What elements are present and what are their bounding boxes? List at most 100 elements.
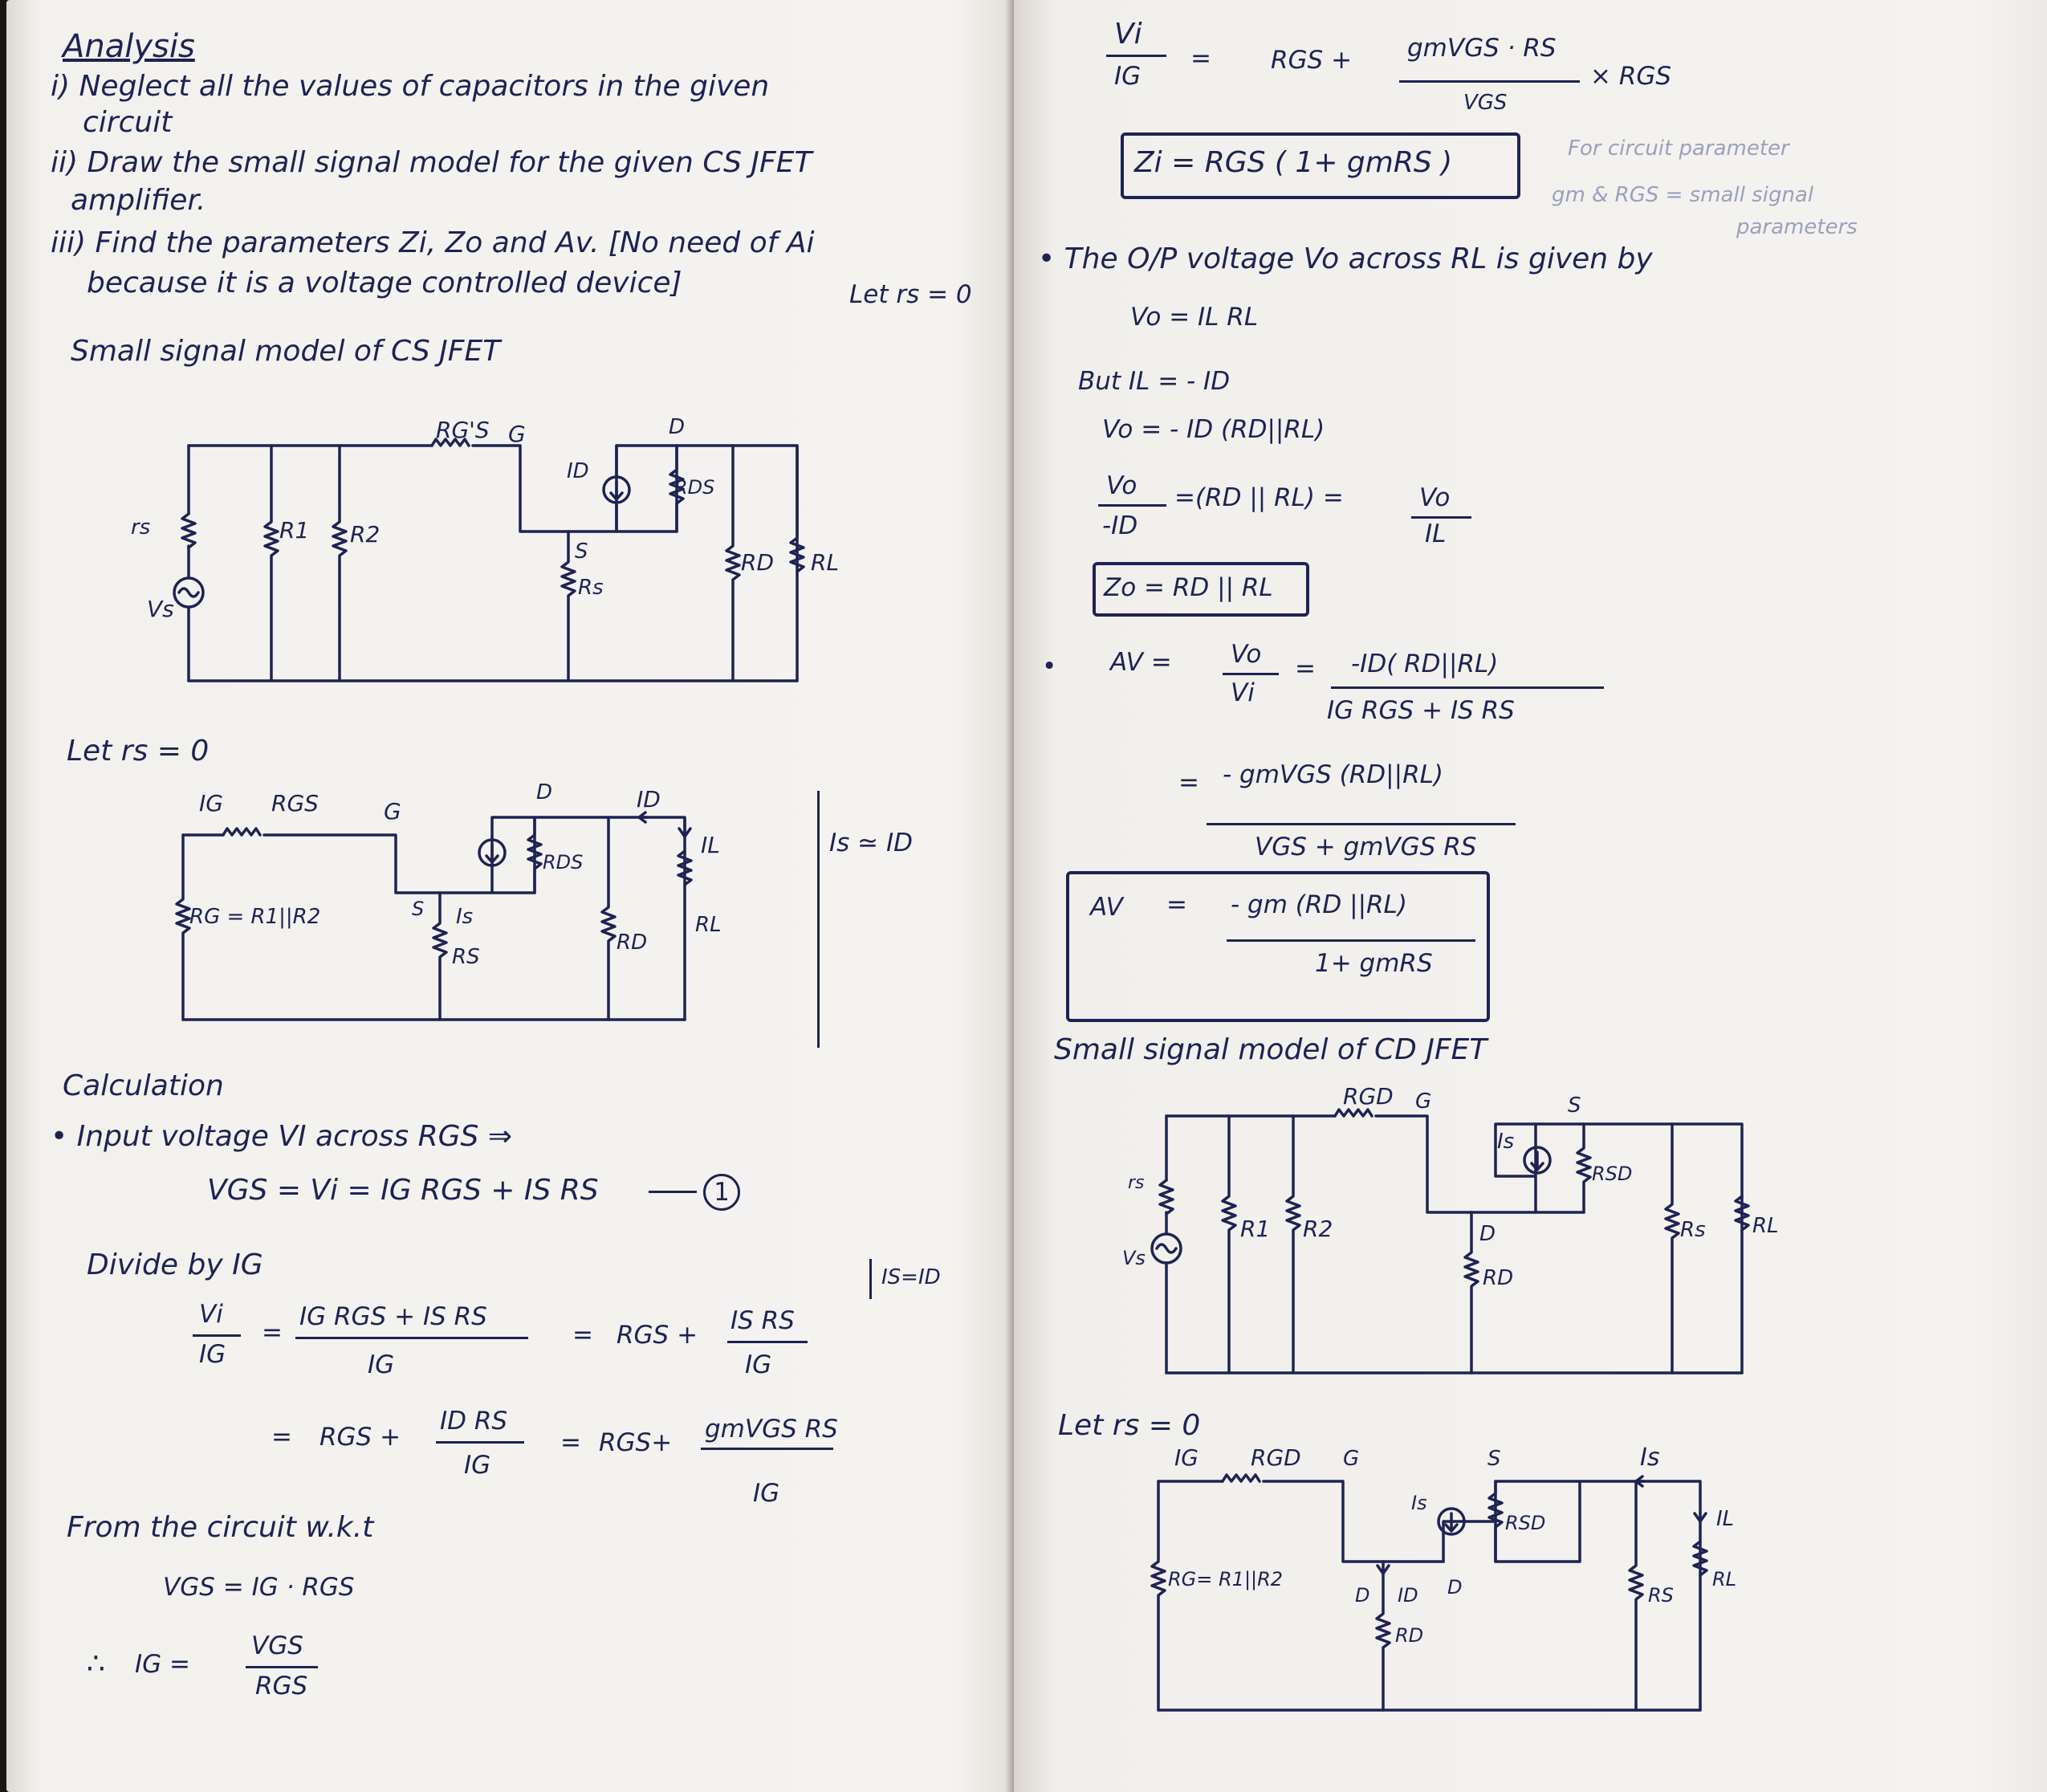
- step3-line-a: iii) Find the parameters Zi, Zo and Av. …: [51, 226, 815, 259]
- frac1-bar: [295, 1337, 528, 1339]
- frac2-bar: [727, 1341, 808, 1343]
- c1-id-label: ID: [567, 459, 589, 483]
- top-ig: IG: [1114, 62, 1142, 91]
- c4-id-label: ID: [1398, 1584, 1418, 1607]
- vo-il-bar: [1411, 516, 1471, 519]
- from-circuit: From the circuit w.k.t: [67, 1511, 374, 1544]
- c2-g-label: G: [384, 798, 401, 825]
- step2-line-a: ii) Draw the small signal model for the …: [51, 146, 812, 179]
- top-den: VGS: [1463, 91, 1508, 115]
- ig-frac-bar: [246, 1666, 318, 1668]
- top-vi: Vi: [1114, 18, 1142, 51]
- c4-g-label: G: [1343, 1447, 1359, 1471]
- top-rgs-plus: RGS +: [1271, 46, 1353, 75]
- av-frac2-bar: [1331, 686, 1604, 689]
- c1-rds-label: RDS: [674, 476, 714, 499]
- av-eq-sign-2: =: [1178, 768, 1199, 797]
- av-box-label: AV: [1090, 893, 1123, 922]
- c4-rsd-label: RSD: [1505, 1512, 1545, 1534]
- vo-frac-den: -ID: [1102, 511, 1138, 540]
- step1-line-a: i) Neglect all the values of capacitors …: [51, 70, 770, 103]
- c4-rgd-label: RGD: [1251, 1444, 1301, 1471]
- right-page: Vi IG = RGS + gmVGS · RS VGS × RGS Zi = …: [1014, 0, 2047, 1792]
- divide-by-ig: Divide by IG: [87, 1248, 263, 1281]
- vo-frac-num: Vo: [1106, 471, 1137, 500]
- av-frac3-bar: [1207, 823, 1516, 825]
- c3-r2-label: R2: [1303, 1216, 1333, 1242]
- c1-vs-label: Vs: [147, 596, 174, 622]
- calculation-title: Calculation: [63, 1069, 224, 1102]
- c1-rs-src-label: rs: [131, 515, 150, 540]
- c1-rd-label: RD: [741, 549, 774, 576]
- c2-rd-label: RD: [617, 931, 647, 955]
- let-rs-zero-right: Let rs = 0: [1058, 1409, 1201, 1442]
- c1-r2-label: R2: [350, 521, 380, 548]
- cd-jfet-circuit: RGD G S Is RSD rs R1 R2 D RD Rs RL Vs: [1122, 1083, 1779, 1375]
- top-times-rgs: × RGS: [1590, 62, 1672, 91]
- c2-il-label: IL: [701, 832, 720, 858]
- c3-rs-src-label: rs: [1128, 1173, 1145, 1193]
- top-vi-bar: [1106, 55, 1166, 57]
- zi-result-box: [1121, 132, 1520, 199]
- c1-d-label: D: [669, 415, 685, 439]
- therefore-symbol: ∴: [87, 1647, 105, 1680]
- av-box-num: - gm (RD ||RL): [1231, 890, 1407, 919]
- eq-sign-3: =: [271, 1423, 292, 1452]
- frac-den4: IG: [753, 1479, 780, 1508]
- zi-result: Zi = RGS ( 1+ gmRS ): [1134, 146, 1453, 179]
- let-rs-zero-left: Let rs = 0: [67, 735, 210, 768]
- section-cd-title: Small signal model of CD JFET: [1054, 1033, 1487, 1066]
- av-den3: VGS + gmVGS RS: [1255, 833, 1477, 861]
- av-num2: -ID( RD||RL): [1351, 650, 1499, 678]
- vo-il-num: Vo: [1419, 483, 1451, 512]
- eq-sign-2: =: [572, 1321, 593, 1350]
- vo-eq: Vo = IL RL: [1130, 303, 1259, 332]
- cd-jfet-circuit-rs-zero: IG RGD G S Is Is RSD IL RG= R1||R2 D ID …: [1150, 1444, 1736, 1712]
- c4-rs-label: RS: [1648, 1584, 1674, 1607]
- av-den2: IG RGS + IS RS: [1327, 696, 1515, 725]
- c4-is-top-label: Is: [1640, 1444, 1659, 1472]
- c4-rg-label: RG= R1||R2: [1168, 1568, 1283, 1590]
- c2-rl-label: RL: [695, 913, 722, 937]
- c2-ig-label: IG: [199, 790, 223, 817]
- c4-d1-label: D: [1355, 1584, 1369, 1607]
- c2-rg-label: RG = R1||R2: [189, 905, 320, 929]
- is-id-bar: [869, 1259, 872, 1299]
- top-eq-sign: =: [1190, 44, 1211, 73]
- ig-num: VGS: [251, 1631, 303, 1660]
- ig-equation: IG =: [135, 1650, 190, 1679]
- step2-line-b: amplifier.: [71, 184, 206, 217]
- c3-vs-label: Vs: [1122, 1247, 1146, 1269]
- c1-g-label: G: [508, 421, 526, 447]
- equation-1: VGS = Vi = IG RGS + IS RS: [207, 1174, 599, 1207]
- vo-il-den: IL: [1425, 519, 1447, 548]
- c1-rgs-label: RG'S: [436, 417, 490, 443]
- av-den1: Vi: [1231, 678, 1255, 707]
- c4-rd-label: RD: [1395, 1624, 1423, 1647]
- zo-result-box: [1093, 562, 1309, 617]
- av-num1: Vo: [1231, 640, 1262, 669]
- c4-s-label: S: [1487, 1447, 1501, 1471]
- c3-r1-label: R1: [1240, 1216, 1270, 1242]
- frac-den3: IG: [464, 1451, 491, 1480]
- but-il: But IL = - ID: [1078, 367, 1231, 396]
- c2-rds-label: RDS: [543, 851, 583, 874]
- frac-den1: IG: [368, 1350, 395, 1379]
- av-frac1-bar: [1223, 673, 1279, 675]
- c2-s-label: S: [412, 898, 424, 920]
- c2-rgs-label: RGS: [271, 790, 319, 817]
- ig-den: RGS: [255, 1672, 308, 1700]
- c3-rl-label: RL: [1752, 1214, 1779, 1238]
- c4-rl-label: RL: [1712, 1568, 1736, 1590]
- av-eq-sign-1: =: [1295, 654, 1316, 683]
- frac-num1: IG RGS + IS RS: [299, 1302, 487, 1331]
- rgs-plus-2: RGS +: [319, 1423, 401, 1452]
- frac-num4: gmVGS RS: [705, 1415, 838, 1444]
- c1-rs-label: Rs: [578, 576, 604, 600]
- cs-jfet-circuit-rs-zero: IG RGS G D ID IL RDS RG = R1||R2 S Is RS…: [175, 780, 722, 1021]
- is-approx-id: Is ≃ ID: [829, 829, 913, 857]
- c3-rd-label: RD: [1483, 1266, 1513, 1290]
- c1-rl-label: RL: [811, 549, 839, 576]
- c2-d-label: D: [536, 780, 552, 804]
